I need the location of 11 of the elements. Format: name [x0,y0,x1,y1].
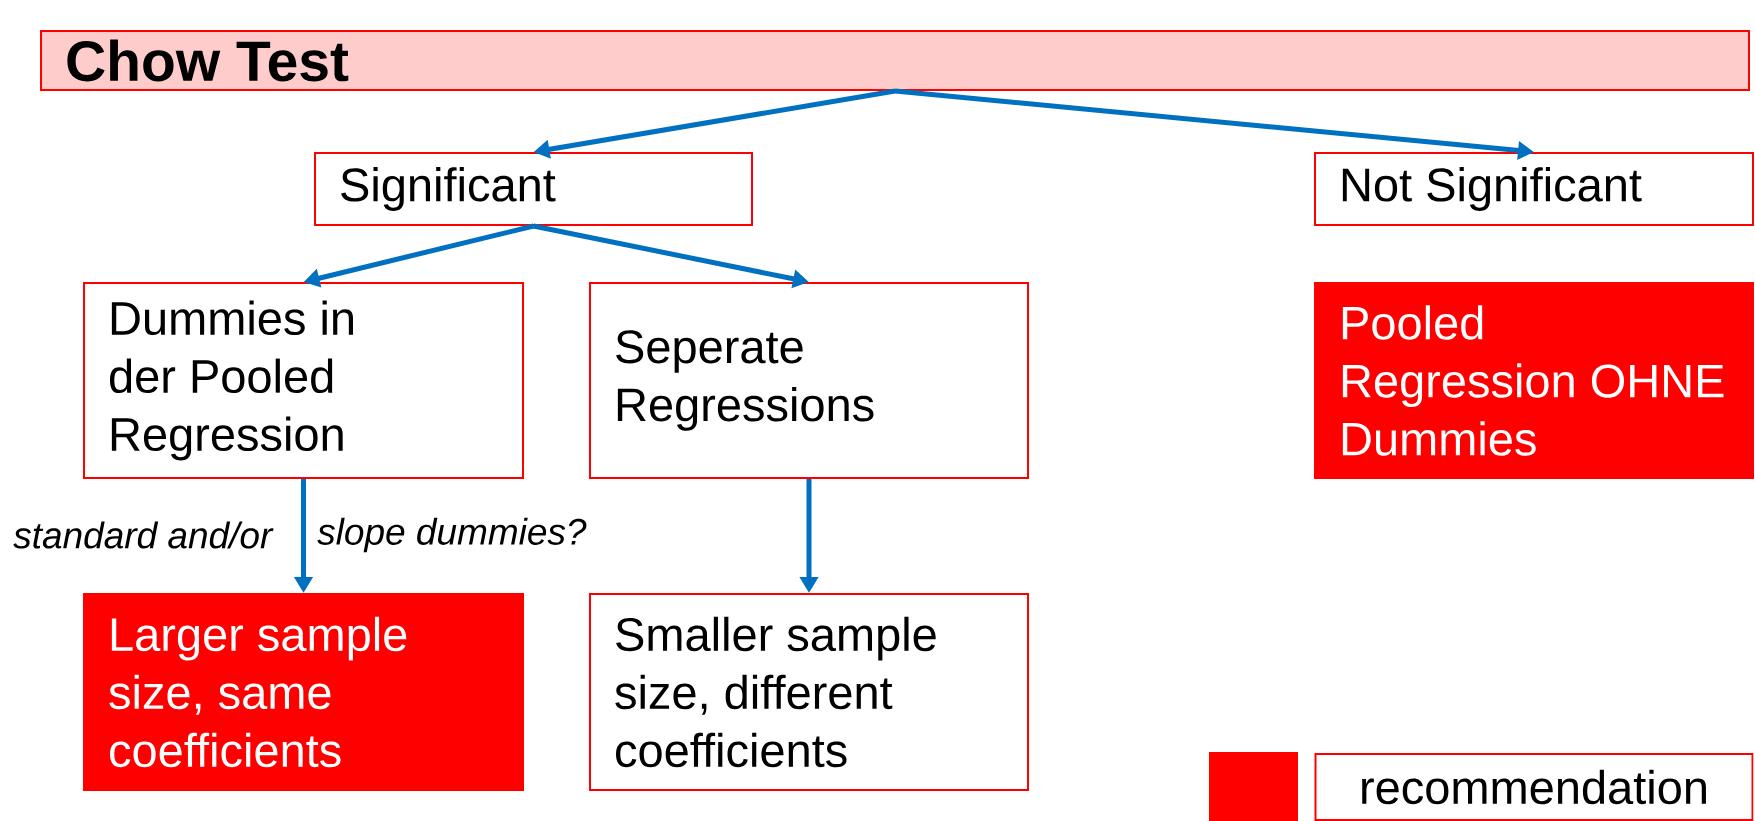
process-box: Smaller sample size, different coefficients [589,593,1029,791]
annotation-text: standard and/or [13,521,274,549]
process-box: Not Significant [1314,152,1754,226]
recommendation-box: Pooled Regression OHNE Dummies [1314,282,1754,479]
process-box: Significant [314,152,753,226]
title-box: Chow Test [40,30,1750,91]
annotation-text: slope dummies? [317,517,587,553]
process-box: Dummies in der Pooled Regression [83,282,524,479]
legend-label: recommendation [1314,753,1754,821]
process-box: Seperate Regressions [589,282,1029,479]
recommendation-box: Larger sample size, same coefficients [83,593,524,791]
